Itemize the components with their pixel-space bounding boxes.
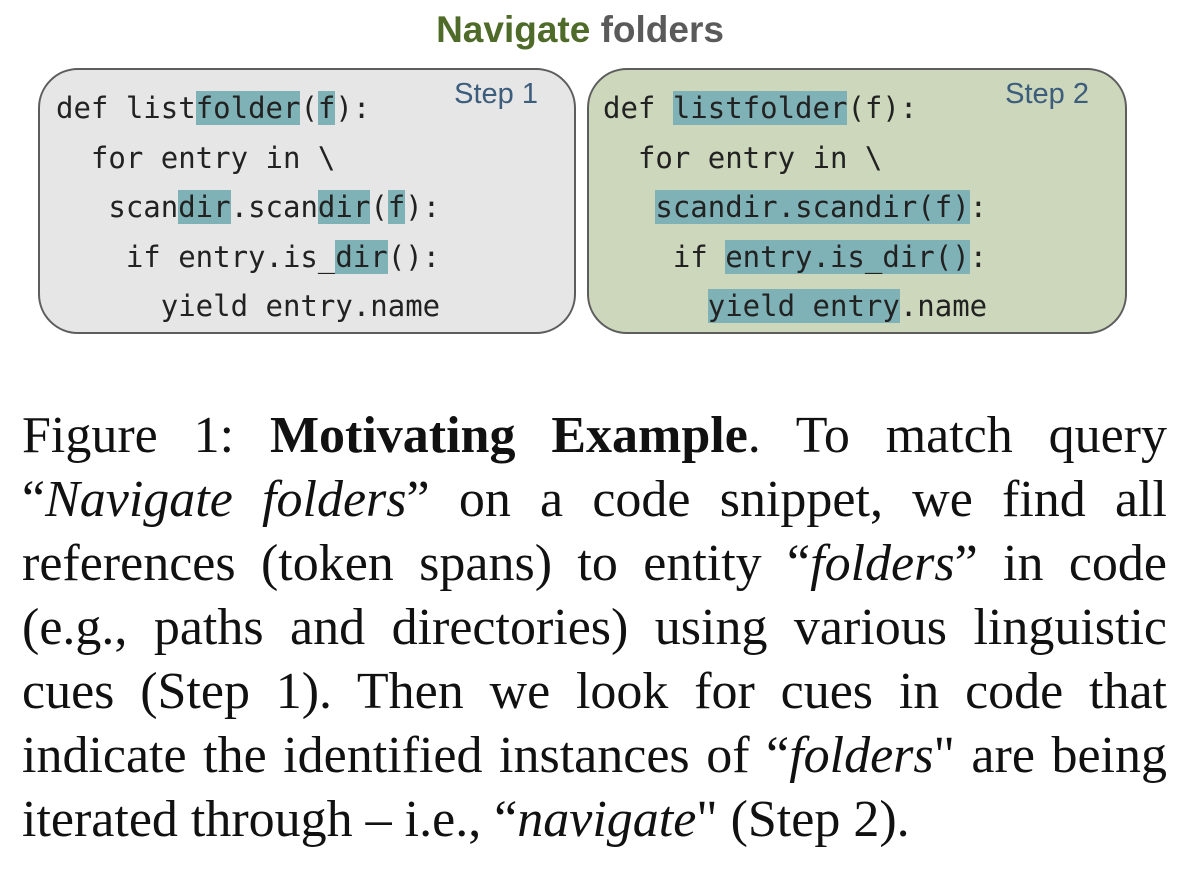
code-token: for entry in \ bbox=[56, 140, 336, 175]
highlighted-token: scandir.scandir(f) bbox=[655, 190, 970, 224]
code-token bbox=[603, 289, 708, 323]
code-token: yield entry.name bbox=[56, 289, 441, 323]
step1-label: Step 1 bbox=[454, 78, 538, 110]
caption-bold-title: Motivating Example bbox=[269, 407, 748, 464]
code-token: (f): bbox=[847, 91, 918, 125]
code-line: for entry in \ bbox=[603, 134, 987, 184]
caption-prefix: Figure 1: bbox=[22, 407, 270, 464]
caption-text: ” in code (e.g., paths and directories) … bbox=[22, 535, 1168, 784]
caption-italic-term: folders bbox=[789, 727, 934, 784]
code-token: (): bbox=[387, 239, 441, 274]
code-line: yield entry.name bbox=[56, 282, 440, 332]
code-token: .scan bbox=[230, 190, 318, 224]
step2-panel: Step 2 def listfolder(f): for entry in \… bbox=[587, 68, 1127, 334]
code-token: ): bbox=[405, 190, 441, 224]
highlighted-token: listfolder bbox=[672, 91, 848, 125]
code-token: if bbox=[603, 239, 726, 274]
caption-italic-term: Navigate folders bbox=[45, 471, 407, 528]
step1-panel: Step 1 def listfolder(f): for entry in \… bbox=[38, 68, 576, 334]
code-line: yield entry.name bbox=[603, 282, 987, 332]
step2-label: Step 2 bbox=[1005, 78, 1089, 110]
code-token: : bbox=[969, 190, 988, 224]
caption-italic-term: navigate bbox=[517, 791, 697, 848]
highlighted-token: entry.is_dir() bbox=[725, 239, 970, 274]
highlighted-token: dir bbox=[178, 190, 231, 224]
code-token: ( bbox=[370, 190, 388, 224]
code-token: : bbox=[969, 239, 988, 274]
caption-text: . To match query “ bbox=[22, 407, 1167, 528]
code-token: if entry.is_ bbox=[56, 239, 336, 274]
highlighted-token: dir bbox=[335, 239, 388, 274]
code-line: if entry.is_dir(): bbox=[56, 233, 440, 283]
code-line: for entry in \ bbox=[56, 134, 440, 184]
caption-italic-term: folders bbox=[810, 535, 955, 592]
highlighted-token: dir bbox=[317, 190, 371, 224]
step1-code-block: def listfolder(f): for entry in \ scandi… bbox=[56, 84, 440, 332]
figure-title-word-navigate: Navigate bbox=[436, 9, 591, 50]
code-line: if entry.is_dir(): bbox=[603, 233, 987, 283]
code-token: ( bbox=[300, 91, 318, 125]
caption-text: ” on a code snippet, we find all referen… bbox=[22, 471, 1168, 592]
code-token: scan bbox=[56, 190, 179, 224]
code-token: def list bbox=[56, 91, 196, 125]
code-line: def listfolder(f): bbox=[56, 84, 440, 134]
highlighted-token: f bbox=[387, 190, 406, 224]
highlighted-token: folder bbox=[195, 91, 301, 125]
caption-text: " (Step 2). bbox=[696, 791, 910, 848]
figure-title-word-folders: folders bbox=[600, 9, 724, 50]
step2-code-block: def listfolder(f): for entry in \ scandi… bbox=[603, 84, 987, 332]
code-token: for entry in \ bbox=[603, 140, 883, 175]
code-token: def bbox=[603, 91, 673, 125]
code-line: scandir.scandir(f): bbox=[603, 183, 987, 233]
code-token: ): bbox=[335, 91, 371, 125]
code-token: .name bbox=[899, 289, 988, 323]
code-line: scandir.scandir(f): bbox=[56, 183, 440, 233]
code-line: def listfolder(f): bbox=[603, 84, 987, 134]
highlighted-token: yield entry bbox=[707, 289, 900, 323]
highlighted-token: f bbox=[317, 91, 336, 125]
caption-text: " are being iterated through – i.e., “ bbox=[22, 727, 1167, 848]
caption-body: . To match query “Navigate folders” on a… bbox=[22, 407, 1167, 848]
figure-caption: Figure 1: Motivating Example. To match q… bbox=[22, 404, 1167, 852]
figure-title: Navigate folders bbox=[0, 8, 1160, 52]
code-token bbox=[603, 190, 655, 224]
